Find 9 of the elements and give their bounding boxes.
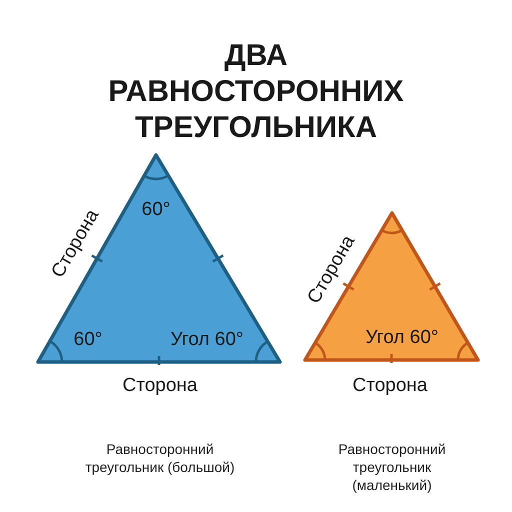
triangle-caption: Равносторонний треугольник (большой) [84, 440, 236, 476]
side-label: Сторона [122, 374, 198, 398]
title: ДВА РАВНОСТОРОННИХ ТРЕУГОЛЬНИКА [107, 38, 405, 146]
side-label: Сторона [352, 374, 428, 398]
angle-label: Угол 60° [366, 326, 438, 350]
triangle-caption: Равносторонний треугольник (маленький) [337, 440, 447, 494]
angle-label: Угол 60° [170, 328, 244, 352]
angle-label: 60° [142, 198, 170, 222]
angle-label: 60° [74, 328, 102, 352]
